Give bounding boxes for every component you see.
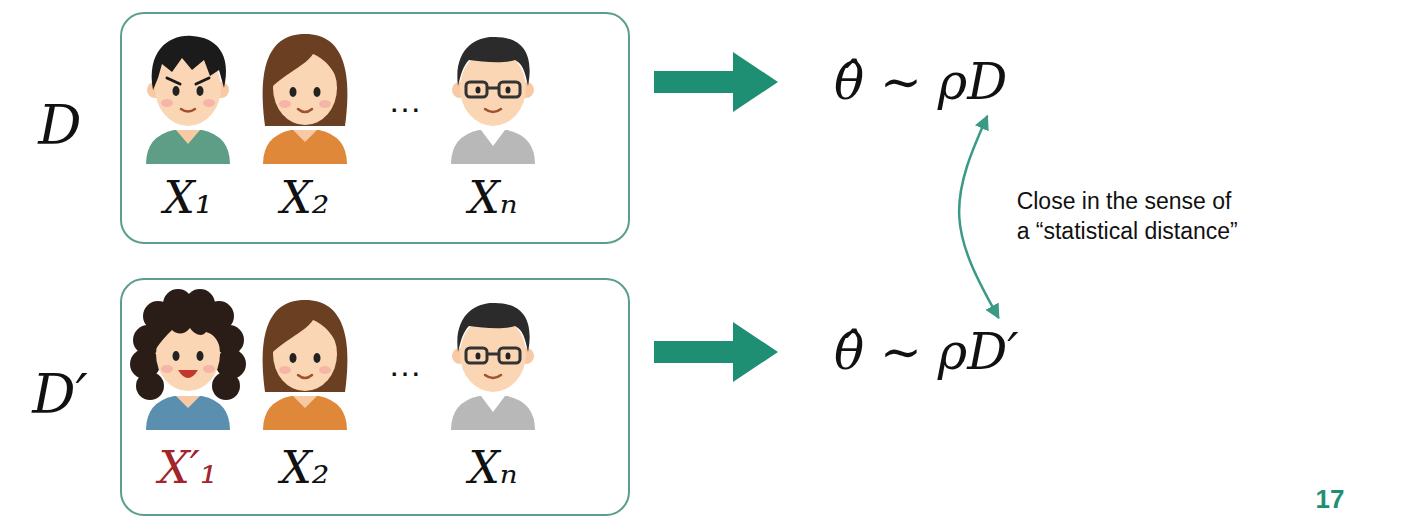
distance-arrow — [959, 116, 999, 318]
distribution-formula: θ̂ ∼ ρD — [834, 52, 1007, 112]
ellipsis: … — [305, 344, 505, 385]
record-label: Xₙ — [393, 172, 593, 225]
record-label: X₂ — [205, 172, 405, 225]
record-label: X₁ — [88, 172, 288, 225]
page-number: 17 — [1230, 484, 1412, 515]
person-icon — [146, 36, 230, 164]
person-icon — [451, 37, 535, 164]
record-label: X₂ — [205, 442, 405, 495]
person-icon — [263, 300, 348, 430]
output-distribution: θ̂ ∼ ρD′ — [830, 322, 1023, 382]
distribution-formula: θ̂ ∼ ρD′ — [834, 322, 1019, 382]
output-distribution: θ̂ ∼ ρD — [830, 52, 1011, 112]
mechanism-arrow — [654, 52, 778, 112]
person-icon — [263, 34, 348, 164]
mechanism-arrow — [654, 322, 778, 382]
changed-record-label: X′₁ — [88, 442, 288, 495]
record-label: Xₙ — [393, 442, 593, 495]
ellipsis: … — [305, 80, 505, 121]
person-icon — [451, 303, 535, 430]
edge-label: Close in the sense of a “statistical dis… — [1015, 187, 1247, 247]
person-icon — [130, 289, 246, 430]
dataset-name: D — [10, 94, 110, 159]
dataset-name: D′ — [10, 363, 110, 428]
